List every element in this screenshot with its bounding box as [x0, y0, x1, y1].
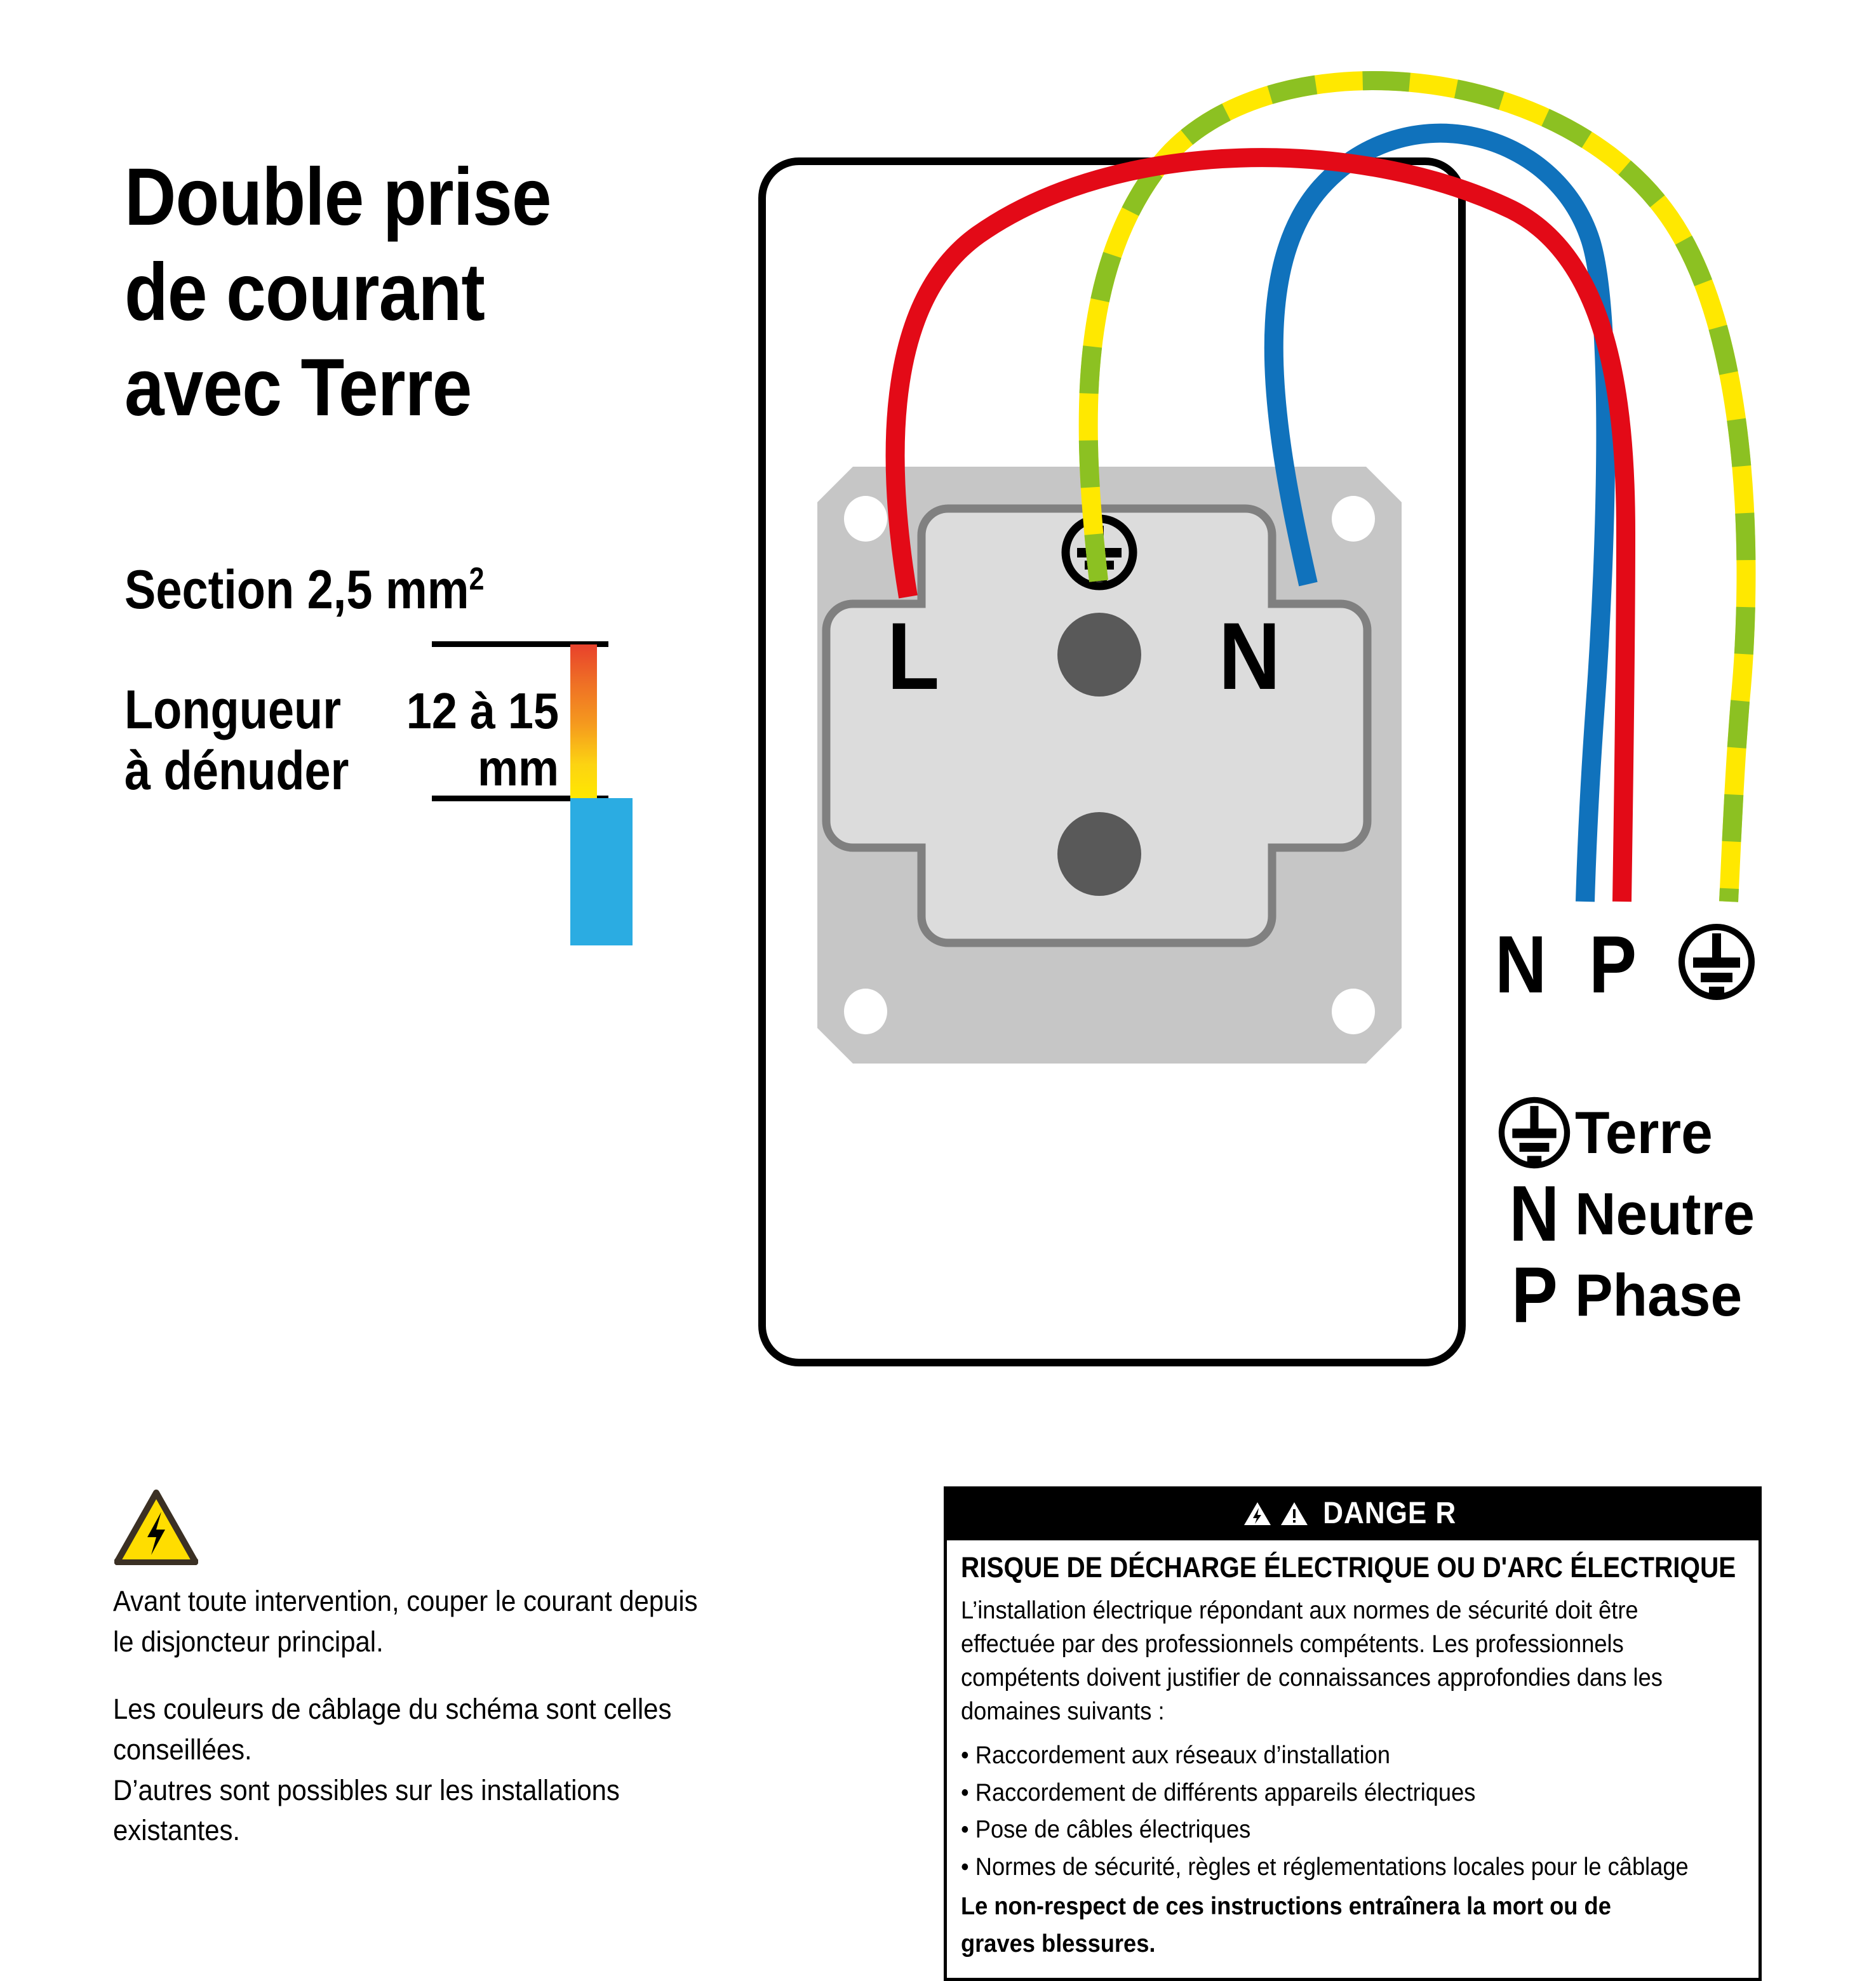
danger-list-item: • Raccordement aux réseaux d’installatio… [961, 1742, 1390, 1770]
wire-section-spec: Section 2,5 mm2 [124, 559, 484, 622]
caution-paragraph-2: Les couleurs de câblage du schéma sont c… [113, 1689, 716, 1851]
danger-header: DANGE R [947, 1490, 1759, 1540]
danger-list-item: • Pose de câbles électriques [961, 1816, 1251, 1844]
caution-paragraph-1: Avant toute intervention, couper le cour… [113, 1581, 716, 1662]
caution-line-4: D’autres sont possibles sur les installa… [113, 1773, 620, 1847]
legend-label-neutral: Neutre [1575, 1180, 1755, 1247]
electrical-hazard-icon [114, 1489, 199, 1566]
wire-section-label: Section 2,5 mm [124, 559, 469, 620]
socket-pin-hole-lower [1057, 812, 1141, 896]
legend-label-phase: Phase [1575, 1262, 1743, 1328]
danger-paragraph: L’installation électrique répondant aux … [961, 1597, 1663, 1726]
legend-neutral-glyph: N [1509, 1170, 1560, 1258]
danger-footer: Le non-respect de ces instructions entra… [961, 1893, 1611, 1958]
legend-earth-icon [1494, 1095, 1575, 1170]
danger-panel: DANGE R RISQUE DE DÉCHARGE ÉLECTRIQUE OU… [944, 1486, 1762, 1981]
screw-hole-bottom-right [1332, 989, 1375, 1034]
legend-neutral-symbol: N [1494, 1175, 1575, 1253]
caution-line-1: Avant toute intervention, couper le cour… [113, 1585, 698, 1617]
terminal-marker-phase: P [1589, 919, 1637, 1010]
legend-phase-glyph: P [1511, 1251, 1558, 1339]
screw-hole-top-left [844, 496, 887, 542]
strip-measure-rule-top [432, 641, 608, 647]
title-line-3: avec Terre [124, 342, 472, 433]
warning-triangle-icon-1 [1243, 1502, 1271, 1525]
danger-body: RISQUE DE DÉCHARGE ÉLECTRIQUE OU D'ARC É… [947, 1540, 1759, 1978]
danger-requirements-list: • Raccordement aux réseaux d’installatio… [961, 1737, 1745, 1886]
terminal-marker-neutral: N [1495, 919, 1547, 1010]
strip-length-label: Longueur à dénuder [124, 679, 349, 802]
title-line-2: de courant [124, 246, 485, 338]
bare-copper-conductor [570, 644, 597, 798]
warning-triangle-icon-2 [1280, 1502, 1308, 1525]
strip-length-label-line-2: à dénuder [124, 740, 349, 802]
socket-faceplate: L N [817, 467, 1402, 1064]
caution-line-3: Les couleurs de câblage du schéma sont c… [113, 1692, 672, 1766]
danger-list-item: • Normes de sécurité, règles et réglemen… [961, 1853, 1689, 1881]
legend-row-phase: P Phase [1494, 1255, 1824, 1336]
page-title: Double prise de courant avec Terre [124, 150, 683, 435]
danger-list-item: • Raccordement de différents appareils é… [961, 1778, 1476, 1806]
strip-length-label-line-1: Longueur [124, 679, 341, 740]
caution-text: Avant toute intervention, couper le cour… [113, 1581, 716, 1851]
screw-hole-top-right [1332, 496, 1375, 542]
terminal-marker-earth-icon [1677, 922, 1757, 1002]
legend: Terre N Neutre P Phase [1494, 1092, 1824, 1336]
legend-label-earth: Terre [1575, 1099, 1713, 1166]
strip-length-value-line-1: 12 à 15 [406, 683, 559, 739]
strip-measure-rule-bottom [432, 796, 608, 801]
terminal-label-live: L [887, 603, 939, 709]
screw-hole-bottom-left [844, 989, 887, 1034]
legend-row-neutral: N Neutre [1494, 1173, 1824, 1255]
wire-stripping-illustration [432, 641, 633, 971]
legend-row-earth: Terre [1494, 1092, 1824, 1173]
terminal-label-neutral: N [1219, 603, 1280, 709]
diagram-canvas: Double prise de courant avec Terre Secti… [113, 71, 1824, 1981]
danger-header-label: DANGE R [1322, 1497, 1457, 1530]
strip-length-value: 12 à 15 mm [376, 683, 559, 797]
title-line-1: Double prise [124, 152, 552, 243]
danger-subtitle: RISQUE DE DÉCHARGE ÉLECTRIQUE OU D'ARC É… [961, 1551, 1736, 1584]
strip-length-value-line-2: mm [477, 740, 559, 797]
legend-phase-symbol: P [1494, 1256, 1575, 1335]
socket-pin-hole-upper [1057, 613, 1141, 697]
wire-section-exponent: 2 [469, 561, 485, 597]
caution-line-2: le disjoncteur principal. [113, 1625, 384, 1658]
wire-insulation-sheath [570, 798, 633, 945]
